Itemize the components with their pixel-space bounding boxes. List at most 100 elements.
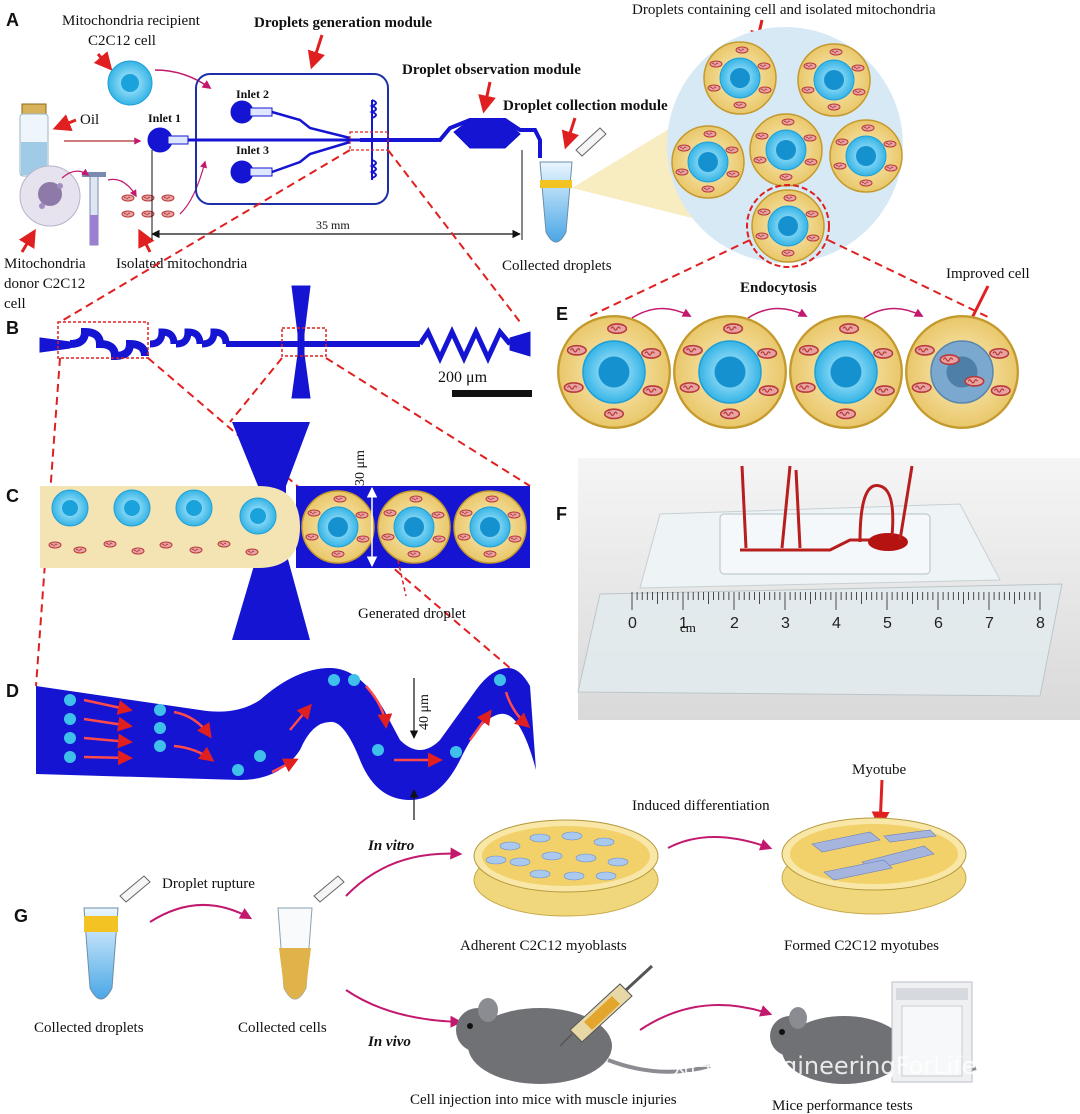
stream-cell-1 <box>51 489 89 527</box>
watermark: 知乎 @EngineeringForLife <box>672 1052 976 1080</box>
myotube-label: Myotube <box>852 762 907 778</box>
flow-arrows-d <box>83 685 531 774</box>
inlet1-label: Inlet 1 <box>148 111 181 125</box>
panel-label-e: E <box>556 304 568 324</box>
oil-label: Oil <box>80 112 99 128</box>
collected-droplets-label-a: Collected droplets <box>502 258 612 274</box>
droplet-cell-6 <box>752 190 824 262</box>
stream-cell-2 <box>113 489 151 527</box>
treadmill-icon <box>891 981 973 1083</box>
inlet2-label: Inlet 2 <box>236 87 269 101</box>
ruler <box>577 583 1063 697</box>
panel-b: B 200 μm <box>6 285 532 399</box>
recipient-flow-arrow <box>154 69 212 90</box>
recipient-cell-label-1: Mitochondria recipient <box>62 13 201 29</box>
ruler-number: 6 <box>934 615 943 632</box>
panel-label-d: D <box>6 681 19 701</box>
oil-vial-icon <box>19 103 49 177</box>
collected-cells-label: Collected cells <box>238 1020 327 1036</box>
donor-cell-icon <box>19 165 81 227</box>
recipient-cell-label-2: C2C12 cell <box>88 33 156 49</box>
droplet-rupture-label: Droplet rupture <box>162 876 255 892</box>
ruler-number: 2 <box>730 615 739 632</box>
selected-droplet-ring <box>746 184 830 268</box>
droplet-cell-3 <box>750 114 822 186</box>
ruler-number: 5 <box>883 615 892 632</box>
panel-label-a: A <box>6 10 19 30</box>
stream-cell-3 <box>175 489 213 527</box>
in-vivo-arrow <box>345 989 463 1028</box>
ruler-unit: cm <box>680 620 696 635</box>
donor-label-1: Mitochondria <box>4 256 86 272</box>
in-vivo-label: In vivo <box>367 1034 411 1050</box>
inlet-tubes <box>740 465 914 549</box>
droplet-cell-4 <box>672 126 744 198</box>
width-label-c: 30 μm <box>353 450 368 486</box>
collected-cells-tube-icon <box>277 875 345 1000</box>
panel-label-f: F <box>556 504 567 524</box>
panel-e: E Endocytosis Improved cell <box>556 266 1030 429</box>
mito-arrow <box>138 228 155 253</box>
improved-cell-label: Improved cell <box>946 266 1030 282</box>
droplet-pointer-c <box>397 559 407 597</box>
generated-droplet-2 <box>378 491 450 563</box>
panel-a: A Mitochondria recipient C2C12 cell Oil <box>4 2 936 312</box>
donor-label-2: donor C2C12 <box>4 276 85 292</box>
myoblast-dish-icon <box>473 819 659 917</box>
cell-injection-label: Cell injection into mice with muscle inj… <box>410 1092 677 1108</box>
droplet-cell-2 <box>798 44 870 116</box>
performance-arrow <box>639 1004 773 1031</box>
collected-droplets-tube-icon <box>83 875 151 1000</box>
collection-label: Droplet collection module <box>503 98 668 114</box>
mito-flow-arrow <box>179 160 208 215</box>
collection-arrow <box>561 117 579 150</box>
stream-cell-4 <box>239 497 277 535</box>
droplets-containing-label: Droplets containing cell and isolated mi… <box>632 2 936 18</box>
panel-label-b: B <box>6 318 19 338</box>
ruler-number: 3 <box>781 615 790 632</box>
chip-channels <box>147 99 542 184</box>
channel-cells-d <box>64 674 506 776</box>
scale-bar <box>452 390 532 397</box>
panel-label-c: C <box>6 486 19 506</box>
generated-droplet-3 <box>454 491 526 563</box>
serpentine-channel <box>36 668 536 800</box>
panel-c: C 30 μm Generated droplet <box>6 422 530 640</box>
inlet3-label: Inlet 3 <box>236 143 269 157</box>
endocytosis-stage-1 <box>558 316 670 428</box>
syringe-icon <box>559 964 654 1047</box>
scale-bar-label: 200 μm <box>438 369 488 386</box>
ruler-number: 0 <box>628 615 637 632</box>
droplets-generation-label: Droplets generation module <box>254 15 432 31</box>
endocytosis-label: Endocytosis <box>740 280 817 296</box>
curve-highlight-box <box>57 321 149 359</box>
syringe-centrifuge-icon <box>82 172 106 246</box>
donor-arrow <box>18 228 36 253</box>
endocytosis-stage-2 <box>674 316 786 428</box>
recipient-arrow <box>93 51 113 71</box>
induced-differentiation-label: Induced differentiation <box>632 798 770 814</box>
junction-highlight-box <box>349 131 389 151</box>
oil-arrow <box>52 114 77 132</box>
junction-highlight-box-b <box>281 327 327 357</box>
droplet-cell-1 <box>704 42 776 114</box>
in-vitro-arrow <box>345 847 463 897</box>
collected-droplets-label-g: Collected droplets <box>34 1020 144 1036</box>
aqueous-stream <box>40 486 300 568</box>
ruler-number: 7 <box>985 615 994 632</box>
mice-performance-label: Mice performance tests <box>772 1098 913 1114</box>
generated-droplet-label: Generated droplet <box>358 606 467 622</box>
adherent-label: Adherent C2C12 myoblasts <box>460 938 627 954</box>
observation-arrow <box>478 81 496 114</box>
recipient-cell-icon <box>107 60 153 106</box>
in-vitro-label: In vitro <box>367 838 414 854</box>
droplet-cell-5 <box>830 120 902 192</box>
pdms-chip <box>719 513 931 575</box>
isolated-mitochondria-label: Isolated mitochondria <box>116 256 248 272</box>
ruler-number: 1 <box>679 615 688 632</box>
donor-flow-arrow-1 <box>61 168 90 179</box>
width-label-d: 40 μm <box>417 694 432 730</box>
dyed-reservoir <box>868 533 908 551</box>
